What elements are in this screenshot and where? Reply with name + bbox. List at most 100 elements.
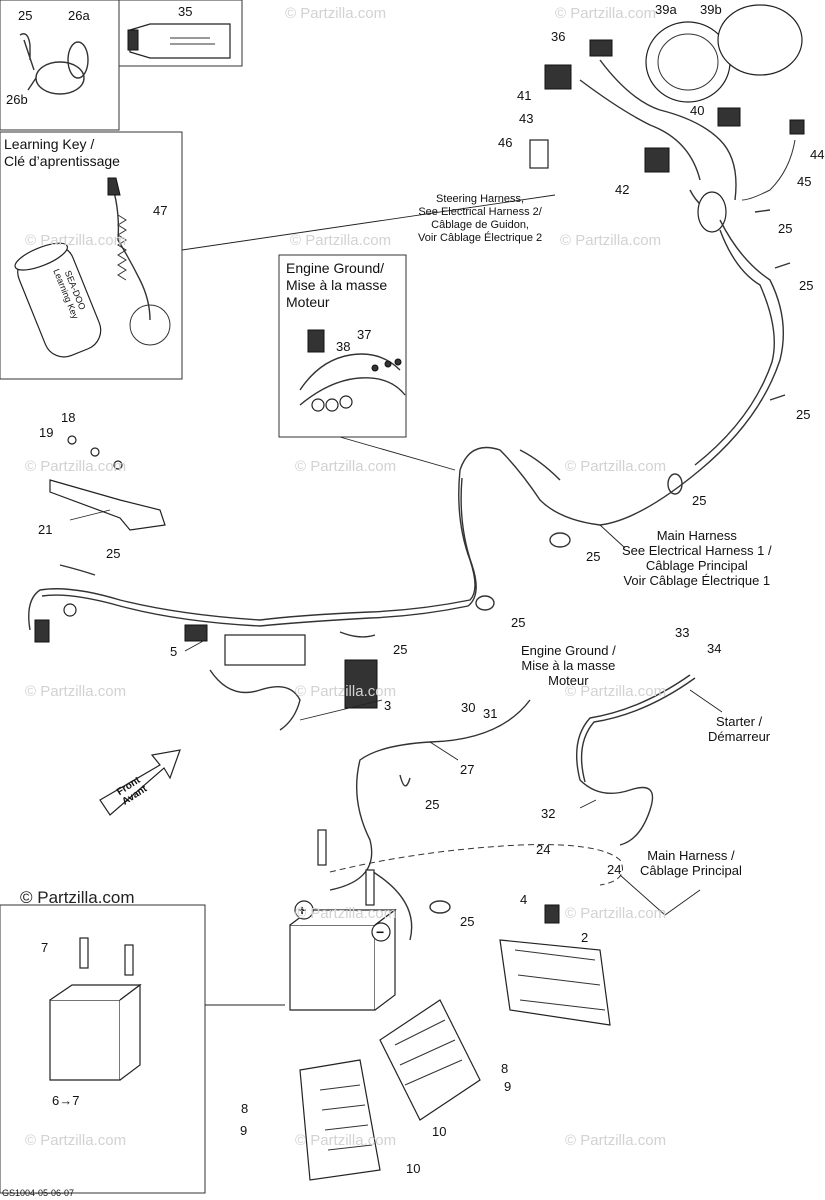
- label-10-holder: 10: [432, 1124, 447, 1139]
- label-25-tie-3: 25: [796, 407, 811, 422]
- label-3: 3: [384, 698, 392, 713]
- watermark-1: © Partzilla.com: [285, 5, 387, 22]
- label-24-b: 24: [607, 862, 622, 877]
- label-25-tie-6: 25: [106, 546, 121, 561]
- document-id: GS1004-05-06-07: [2, 1188, 75, 1198]
- label-25-tie-2: 25: [799, 278, 814, 293]
- learning-key-title: Learning Key / Clé d’aprentissage: [4, 136, 120, 169]
- label-39a: 39a: [655, 2, 677, 17]
- label-32: 32: [541, 806, 556, 821]
- label-21: 21: [38, 522, 53, 537]
- watermark-8: © Partzilla.com: [565, 458, 667, 475]
- label-31: 31: [483, 706, 498, 721]
- label-25-tie-1: 25: [778, 221, 793, 236]
- steering-harness-note: Steering Harness, See Electrical Harness…: [418, 193, 543, 244]
- battery-tray-10: [299, 1059, 381, 1181]
- watermark-9: © Partzilla.com: [25, 683, 127, 700]
- tube-inset-box: [118, 0, 243, 67]
- watermark-11: © Partzilla.com: [565, 683, 667, 700]
- label-39b: 39b: [700, 2, 722, 17]
- lanyard-clip-detail: [129, 304, 171, 346]
- connector-36: [589, 39, 613, 57]
- label-19: 19: [39, 425, 54, 440]
- switch-41: [544, 64, 572, 90]
- label-41: 41: [517, 88, 532, 103]
- main-harness-route: [459, 219, 784, 526]
- starter-note: Starter / Démarreur: [708, 714, 771, 744]
- watermark-4: © Partzilla.com: [290, 232, 392, 249]
- watermark-13: © Partzilla.com: [295, 905, 397, 922]
- label-45: 45: [797, 174, 812, 189]
- clamp-25-part: [19, 33, 35, 71]
- module-5: [224, 634, 306, 666]
- gauge-cover-39b: [717, 4, 803, 76]
- label-25-tie-7: 25: [511, 615, 526, 630]
- connector-44: [789, 119, 805, 135]
- watermark-16: © Partzilla.com: [295, 1132, 397, 1149]
- label-25-clamp: 25: [18, 8, 33, 23]
- label-37: 37: [357, 327, 372, 342]
- label-34: 34: [707, 641, 722, 656]
- label-8-right: 8: [501, 1061, 509, 1076]
- label-42: 42: [615, 182, 630, 197]
- ground-cable-27: [329, 699, 531, 891]
- watermark-15: © Partzilla.com: [25, 1132, 127, 1149]
- learning-key-part: [14, 242, 102, 358]
- engine-ground-note: Engine Ground / Mise à la masse Moteur: [521, 643, 616, 688]
- label-18: 18: [61, 410, 76, 425]
- label-4: 4: [520, 892, 528, 907]
- battery-negative-sign: −: [376, 924, 385, 940]
- watermark-7: © Partzilla.com: [295, 458, 397, 475]
- relay-4: [544, 904, 560, 924]
- watermark-17: © Partzilla.com: [565, 1132, 667, 1149]
- watermark-6: © Partzilla.com: [25, 458, 127, 475]
- main-harness-note-2: Main Harness / Câblage Principal: [640, 848, 742, 878]
- battery-main: [289, 924, 376, 1011]
- switch-42: [644, 147, 670, 173]
- label-24-a: 24: [536, 842, 551, 857]
- tube-35-part: [129, 23, 231, 59]
- connector-40: [717, 107, 741, 127]
- engine-ground-box-title: Engine Ground/ Mise à la masse Moteur: [286, 260, 388, 310]
- label-25-tie-9: 25: [425, 797, 440, 812]
- front-arrow: [99, 749, 181, 816]
- watermark-2: © Partzilla.com: [555, 5, 657, 22]
- label-44: 44: [810, 147, 825, 162]
- label-27: 27: [460, 762, 475, 777]
- battery-inset: [49, 999, 121, 1081]
- label-2: 2: [581, 930, 589, 945]
- regulator-3: [344, 659, 378, 709]
- label-9-left: 9: [240, 1123, 248, 1138]
- label-7: 7: [41, 940, 49, 955]
- learning-key-box: [0, 131, 183, 380]
- label-26b: 26b: [6, 92, 28, 107]
- tie-26a-part: [67, 41, 89, 79]
- watermark-3: © Partzilla.com: [25, 232, 127, 249]
- label-9-right: 9: [504, 1079, 512, 1094]
- label-25-tie-8: 25: [393, 642, 408, 657]
- label-35: 35: [178, 4, 193, 19]
- label-38: 38: [336, 339, 351, 354]
- starter-cable-32: [575, 674, 691, 846]
- bracket-21: [49, 479, 166, 531]
- label-25-tie-10: 25: [460, 914, 475, 929]
- label-46: 46: [498, 135, 513, 150]
- watermark-14: © Partzilla.com: [565, 905, 667, 922]
- label-30: 30: [461, 700, 476, 715]
- battery-inset-box: [0, 904, 206, 1194]
- label-8-left: 8: [241, 1101, 249, 1116]
- label-5: 5: [170, 644, 178, 659]
- label-40: 40: [690, 103, 705, 118]
- label-25-tie-4: 25: [692, 493, 707, 508]
- battery-positive-sign: +: [298, 902, 307, 918]
- main-harness-note-1: Main Harness See Electrical Harness 1 / …: [622, 528, 772, 588]
- battery-holder-10: [379, 999, 481, 1121]
- watermark-5: © Partzilla.com: [560, 232, 662, 249]
- label-26a: 26a: [68, 8, 90, 23]
- label-36: 36: [551, 29, 566, 44]
- engine-ground-box: [278, 254, 407, 438]
- watermark-12: © Partzilla.com: [20, 888, 135, 907]
- watermark-10: © Partzilla.com: [295, 683, 397, 700]
- label-25-tie-5: 25: [586, 549, 601, 564]
